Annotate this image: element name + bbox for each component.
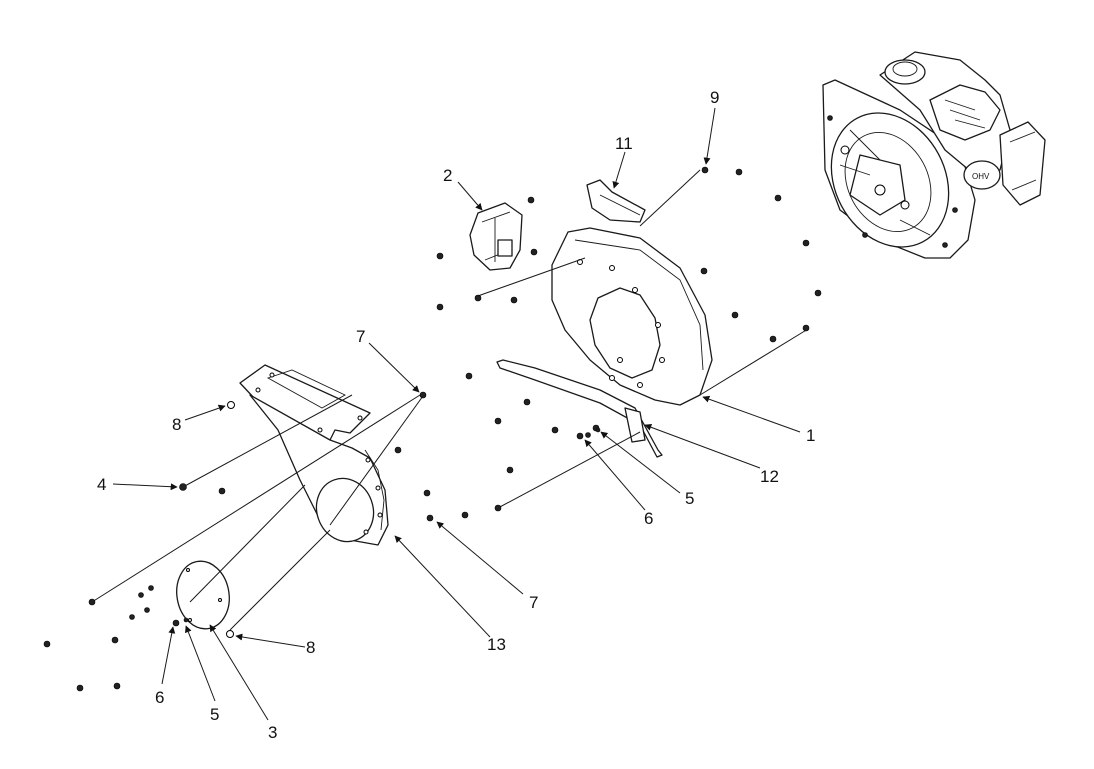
callout-3: 3 bbox=[268, 723, 277, 742]
callout-11: 11 bbox=[615, 134, 633, 153]
callout-7-top: 7 bbox=[356, 327, 365, 346]
callout-8-top: 8 bbox=[172, 415, 181, 434]
callout-7-bottom: 7 bbox=[529, 593, 538, 612]
callout-labels: 1 2 3 4 5 5 6 6 7 7 8 8 9 11 12 13 bbox=[97, 88, 815, 742]
discharge-housing-13 bbox=[239, 364, 389, 546]
hardware-fasteners bbox=[43, 166, 822, 692]
cover-plate-2 bbox=[469, 202, 523, 271]
callout-8-bottom: 8 bbox=[306, 638, 315, 657]
callout-1: 1 bbox=[806, 426, 815, 445]
engine-badge-label: OHV bbox=[972, 172, 990, 181]
support-rod-12 bbox=[496, 359, 663, 458]
bracket-11 bbox=[586, 179, 646, 223]
fan-housing-rear bbox=[551, 227, 713, 406]
callout-5-right: 5 bbox=[685, 489, 694, 508]
callout-6-right: 6 bbox=[644, 509, 653, 528]
callout-13: 13 bbox=[487, 635, 506, 654]
callout-4: 4 bbox=[97, 475, 106, 494]
callout-2: 2 bbox=[443, 166, 452, 185]
callout-9: 9 bbox=[710, 88, 719, 107]
callout-6-left: 6 bbox=[155, 688, 164, 707]
callout-5-left: 5 bbox=[210, 705, 219, 724]
assembly-guide-lines bbox=[91, 169, 809, 631]
leader-arrows bbox=[112, 107, 801, 721]
inlet-cover-3 bbox=[176, 560, 230, 630]
callout-12: 12 bbox=[760, 467, 779, 486]
engine-assembly: OHV bbox=[822, 51, 1046, 259]
